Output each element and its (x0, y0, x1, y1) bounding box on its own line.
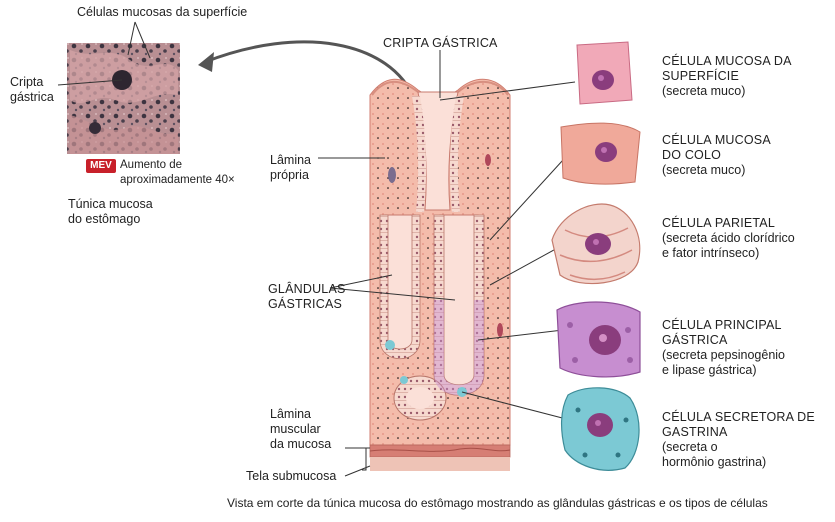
cell-parietal (551, 203, 641, 285)
cell-gastrin (561, 387, 640, 471)
leader-cell-2 (489, 159, 564, 241)
mev-badge: MEV (86, 159, 116, 173)
label-glands: GLÂNDULAS GÁSTRICAS (268, 282, 346, 311)
cell-desc-chief: (secreta pepsinogênio e lipase gástrica) (662, 348, 785, 377)
cell-label-group-2: CÉLULA MUCOSA DO COLO (secreta muco) (662, 133, 771, 178)
leader-gland-1 (329, 274, 393, 289)
cell-name-parietal: CÉLULA PARIETAL (662, 216, 775, 230)
cell-desc-surface-mucous: (secreta muco) (662, 84, 746, 98)
magnification-text: Aumento de aproximadamente 40× (120, 159, 235, 186)
label-tunica: Túnica mucosa do estômago (68, 197, 153, 226)
cell-name-gastrin: CÉLULA SECRETORA DE GASTRINA (662, 410, 815, 439)
label-muscularis: Lâmina muscular da mucosa (270, 407, 332, 451)
cell-label-group-1: CÉLULA MUCOSA DA SUPERFÍCIE (secreta muc… (662, 54, 792, 99)
bracket-muscularis (362, 447, 367, 471)
cell-desc-neck-mucous: (secreta muco) (662, 163, 746, 177)
cell-desc-parietal: (secreta ácido clorídrico e fator intrín… (662, 231, 795, 260)
cell-name-surface-mucous: CÉLULA MUCOSA DA SUPERFÍCIE (662, 54, 792, 83)
tissue-section (369, 78, 511, 471)
cell-name-chief: CÉLULA PRINCIPAL GÁSTRICA (662, 318, 782, 347)
cell-label-group-5: CÉLULA SECRETORA DE GASTRINA (secreta o … (662, 410, 815, 470)
cell-label-group-3: CÉLULA PARIETAL (secreta ácido clorídric… (662, 216, 795, 261)
leader-gland-2 (329, 287, 456, 301)
label-submucosa: Tela submucosa (246, 469, 337, 483)
leader-surface-cells (134, 21, 151, 59)
label-crypt-left: Cripta gástrica (10, 75, 54, 104)
cell-desc-gastrin: (secreta o hormônio gastrina) (662, 440, 767, 469)
arrow-head-icon (198, 52, 214, 72)
curved-arrow (204, 40, 417, 101)
leader-crypt-left (57, 79, 123, 86)
sem-micrograph (67, 43, 180, 154)
leader-cell-3 (489, 244, 564, 286)
leader-surface-cells-2 (127, 21, 136, 56)
leader-cell-4 (477, 329, 564, 341)
leader-cell-1 (439, 81, 576, 101)
cell-surface-mucous (576, 41, 633, 105)
cell-label-group-4: CÉLULA PRINCIPAL GÁSTRICA (secreta pepsi… (662, 318, 785, 378)
label-crypt-center: CRIPTA GÁSTRICA (383, 36, 498, 50)
cell-name-neck-mucous: CÉLULA MUCOSA DO COLO (662, 133, 771, 162)
caption: Vista em corte da túnica mucosa do estôm… (227, 496, 768, 510)
label-lamina-propria: Lâmina própria (270, 153, 311, 182)
cell-neck-mucous (560, 122, 641, 185)
leader-submucosa (344, 465, 371, 477)
cell-chief (556, 301, 641, 378)
label-surface-cells: Células mucosas da superfície (77, 5, 248, 19)
leader-cell-5 (461, 391, 571, 421)
